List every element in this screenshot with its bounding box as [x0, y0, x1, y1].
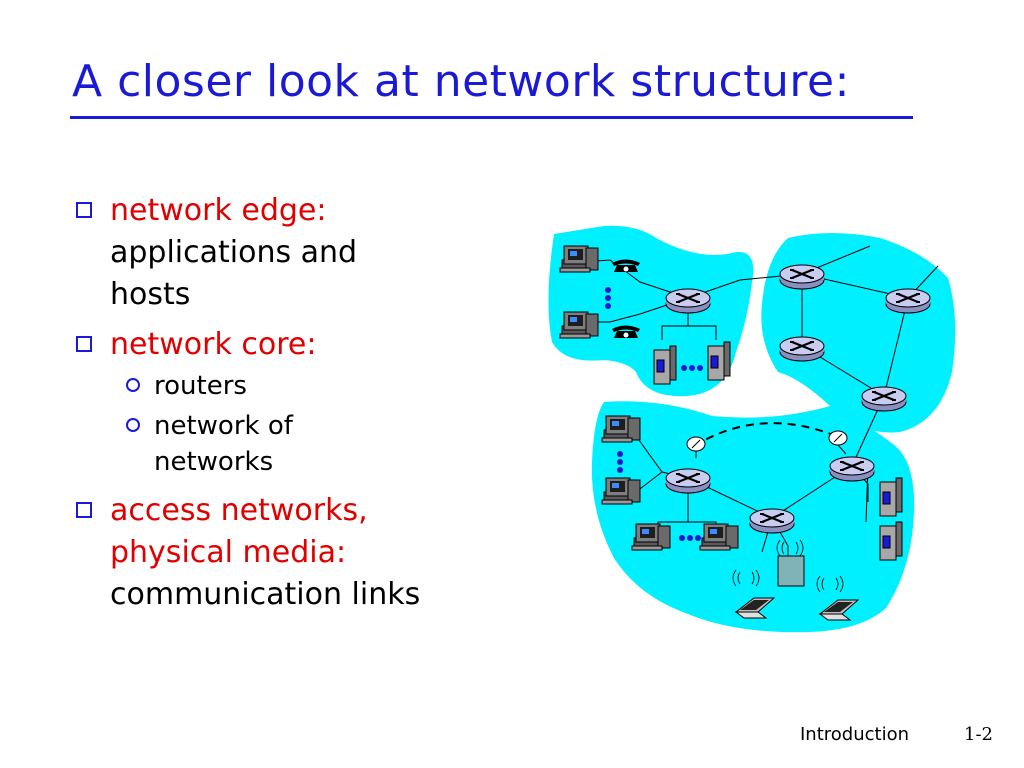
- server-icon: [653, 345, 677, 385]
- bullet-line: applications and: [110, 235, 358, 270]
- server-icon: [879, 477, 903, 517]
- router-icon: [860, 385, 908, 413]
- router-icon: [828, 455, 876, 483]
- bullet-heading: access networks,: [110, 493, 368, 528]
- desktop-computer-icon: [559, 311, 599, 339]
- satellite-dish-icon: [828, 430, 848, 455]
- ellipsis-dots-icon: [681, 365, 703, 371]
- server-icon: [707, 341, 731, 381]
- bullet-access-networks: access networks, physical media: communi…: [74, 490, 534, 616]
- desktop-computer-icon: [631, 523, 671, 551]
- square-bullet-icon: [76, 502, 92, 518]
- footer-page-number: 1-2: [964, 724, 993, 745]
- cloud-core-network: [761, 233, 956, 433]
- ellipsis-dots-icon: [617, 451, 623, 473]
- bullet-network-core: network core:: [74, 324, 534, 366]
- desktop-computer-icon: [601, 477, 641, 505]
- subbullet-line: routers: [154, 371, 247, 401]
- desktop-computer-icon: [559, 245, 599, 273]
- subbullet-line: networks: [154, 447, 274, 477]
- bullet-line: hosts: [110, 277, 191, 312]
- bullet-heading: physical media:: [110, 535, 347, 570]
- slide-title: A closer look at network structure:: [72, 56, 850, 107]
- router-icon: [778, 335, 826, 363]
- bullet-heading: network edge:: [110, 193, 327, 228]
- satellite-dish-icon: [686, 436, 706, 458]
- circle-bullet-icon: [126, 378, 140, 392]
- square-bullet-icon: [76, 336, 92, 352]
- circle-bullet-icon: [126, 418, 140, 432]
- bullet-network-edge: network edge: applications and hosts: [74, 190, 534, 316]
- router-icon: [748, 507, 796, 535]
- bullet-line: communication links: [110, 577, 421, 612]
- desktop-computer-icon: [601, 415, 641, 443]
- title-underline: [70, 116, 913, 119]
- ellipsis-dots-icon: [679, 535, 701, 541]
- desktop-computer-icon: [699, 523, 739, 551]
- router-icon: [884, 287, 932, 315]
- footer-section-label: Introduction: [800, 724, 910, 745]
- subbullet-routers: routers: [74, 368, 534, 404]
- router-icon: [664, 467, 712, 495]
- link-dashed-satellite: [693, 422, 837, 447]
- server-icon: [879, 521, 903, 561]
- bullet-list: network edge: applications and hosts net…: [74, 190, 534, 624]
- ellipsis-dots-icon: [605, 287, 611, 309]
- square-bullet-icon: [76, 202, 92, 218]
- network-diagram: [548, 225, 956, 633]
- router-icon: [778, 263, 826, 291]
- subbullet-network-of-networks: network of networks: [74, 408, 534, 480]
- bullet-heading: network core:: [110, 327, 317, 362]
- wireless-base-station-icon: [777, 555, 805, 587]
- subbullet-line: network of: [154, 411, 293, 441]
- cloud-home-network: [548, 225, 754, 397]
- router-icon: [664, 287, 712, 315]
